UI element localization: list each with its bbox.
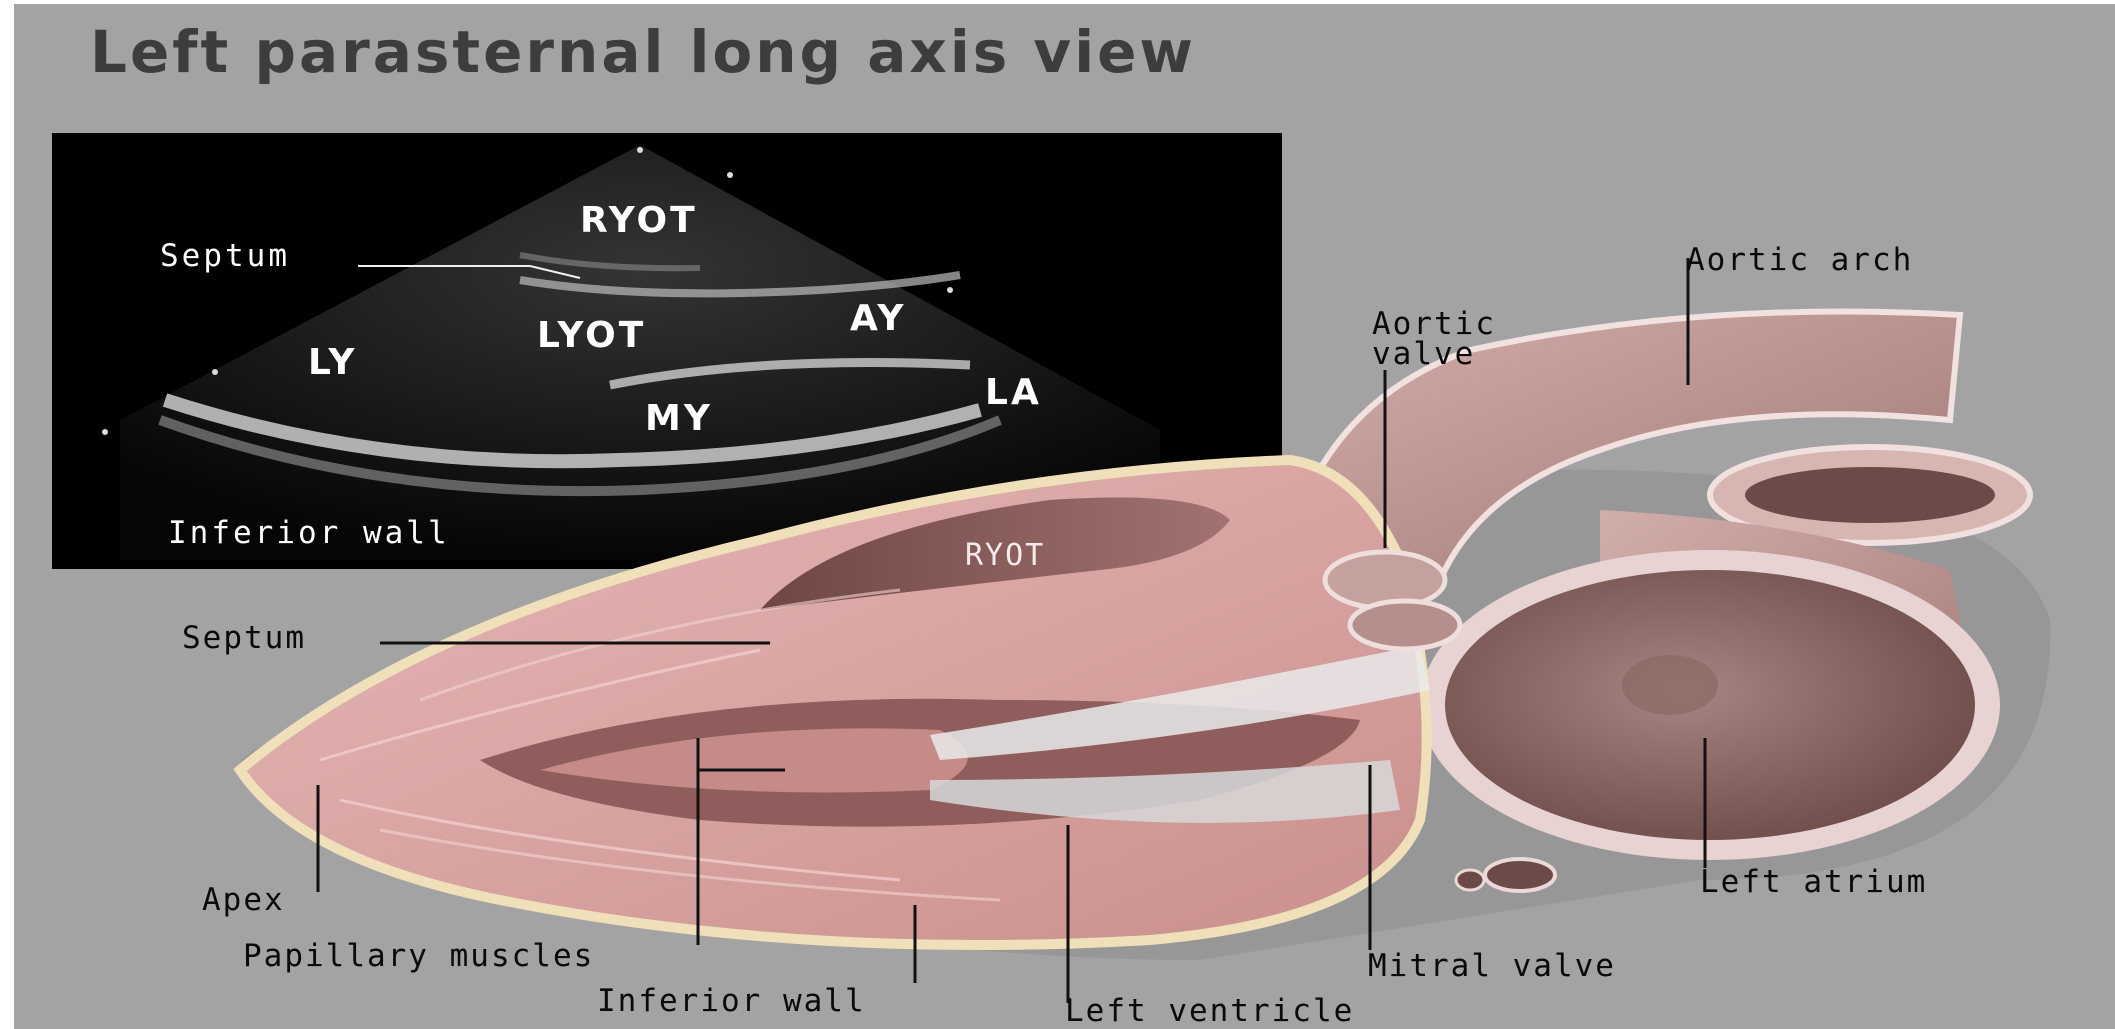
echo-label-inferior-wall: Inferior wall — [168, 515, 450, 551]
label-apex: Apex — [202, 882, 285, 918]
label-aortic-arch: Aortic arch — [1686, 242, 1913, 278]
label-papillary-muscles: Papillary muscles — [243, 938, 594, 974]
echo-label-ly: LY — [308, 342, 357, 383]
echo-label-septum: Septum — [160, 238, 290, 274]
echo-label-ryot: RYOT — [580, 200, 698, 241]
echo-label-ay: AY — [850, 298, 906, 339]
echo-label-lyot: LYOT — [537, 315, 646, 356]
label-septum: Septum — [182, 620, 306, 656]
echo-label-la: LA — [985, 372, 1042, 413]
label-aortic-valve-line2: valve — [1372, 336, 1475, 372]
echo-label-my: MY — [645, 398, 713, 439]
label-mitral-valve: Mitral valve — [1368, 948, 1616, 984]
left-atrium-shape — [1420, 550, 2000, 860]
label-inferior-wall: Inferior wall — [597, 983, 866, 1019]
label-ryot: RYOT — [965, 538, 1045, 573]
label-left-ventricle: Left ventricle — [1065, 993, 1354, 1029]
figure-title: Left parasternal long axis view — [90, 18, 1196, 86]
label-left-atrium: Left atrium — [1700, 864, 1927, 900]
